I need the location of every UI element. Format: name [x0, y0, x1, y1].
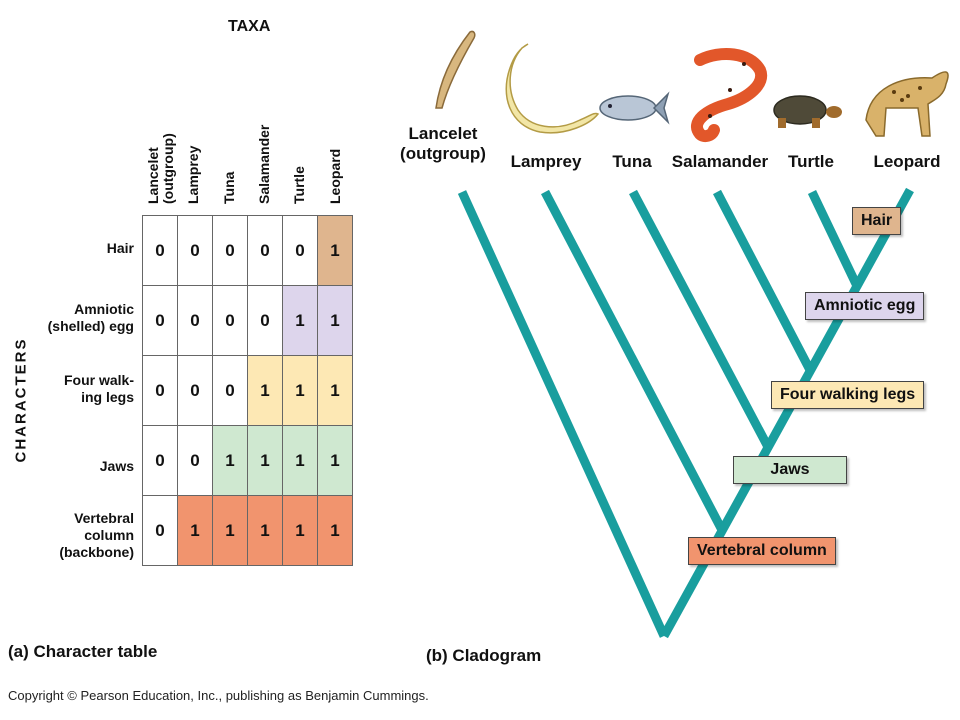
table-cell: 0: [177, 425, 213, 496]
row-label-amniotic-egg: Amniotic(shelled) egg: [47, 301, 134, 334]
tuna-icon: [599, 91, 670, 125]
table-cell: 1: [282, 425, 318, 496]
table-cell: 1: [282, 355, 318, 426]
copyright-notice: Copyright © Pearson Education, Inc., pub…: [8, 688, 429, 703]
character-box-amniotic-egg: Amniotic egg: [805, 292, 925, 320]
turtle-icon: [773, 95, 842, 128]
branch-trunk: [660, 187, 914, 639]
table-cell: 0: [212, 215, 248, 286]
branch-tuna: [629, 189, 772, 450]
table-cell: 1: [177, 495, 213, 566]
table-cell: 0: [142, 355, 178, 426]
table-row: 0 0 1 1 1 1: [142, 425, 353, 496]
table-cell: 1: [317, 285, 353, 356]
taxa-title: TAXA: [228, 18, 271, 35]
table-caption: (a) Character table: [8, 642, 158, 661]
row-label-four-walking-legs: Four walk-ing legs: [63, 372, 134, 405]
salamander-icon: [691, 48, 768, 143]
lancelet-icon: [435, 30, 476, 109]
leopard-icon: [865, 71, 949, 137]
character-box-four-walking-legs: Four walking legs: [771, 381, 925, 409]
branch-lamprey: [541, 189, 726, 533]
row-label-jaws: Jaws: [99, 458, 134, 474]
cladogram-branches: [457, 187, 914, 639]
taxon-label-lancelet: Lancelet(outgroup): [400, 124, 486, 163]
table-cell: 0: [177, 285, 213, 356]
branch-turtle: [807, 190, 862, 288]
table-cell: 1: [317, 355, 353, 426]
table-cell: 0: [212, 285, 248, 356]
branch-salamander: [713, 189, 814, 373]
table-cell: 0: [247, 285, 283, 356]
character-box-jaws: Jaws: [733, 456, 847, 484]
taxon-label-tuna: Tuna: [612, 152, 652, 171]
lamprey-icon: [505, 43, 600, 134]
taxon-label-turtle: Turtle: [788, 152, 834, 171]
character-box-vertebral-column: Vertebral column: [688, 537, 836, 565]
character-box-hair: Hair: [852, 207, 902, 235]
table-row: 0 0 0 1 1 1: [142, 355, 353, 426]
table-row: 0 1 1 1 1 1: [142, 495, 353, 566]
table-cell: 0: [177, 355, 213, 426]
taxon-label-leopard: Leopard: [873, 152, 941, 171]
table-cell: 1: [317, 495, 353, 566]
table-cell: 1: [317, 215, 353, 286]
table-row: 0 0 0 0 0 1: [142, 215, 353, 286]
table-cell: 0: [142, 495, 178, 566]
row-label-hair: Hair: [106, 240, 134, 256]
table-cell: 0: [282, 215, 318, 286]
table-cell: 1: [247, 425, 283, 496]
table-row: 0 0 0 0 1 1: [142, 285, 353, 356]
table-cell: 1: [212, 495, 248, 566]
table-cell: 1: [247, 355, 283, 426]
character-table: 0 0 0 0 0 1 0 0 0 0 1 1 0 0 0 1 1 1 0 0 …: [142, 215, 353, 566]
taxon-label-salamander: Salamander: [671, 152, 769, 171]
table-cell: 1: [317, 425, 353, 496]
taxon-label-lamprey: Lamprey: [510, 152, 582, 171]
cladogram-caption: (b) Cladogram: [426, 646, 542, 665]
branch-lancelet: [457, 190, 669, 638]
